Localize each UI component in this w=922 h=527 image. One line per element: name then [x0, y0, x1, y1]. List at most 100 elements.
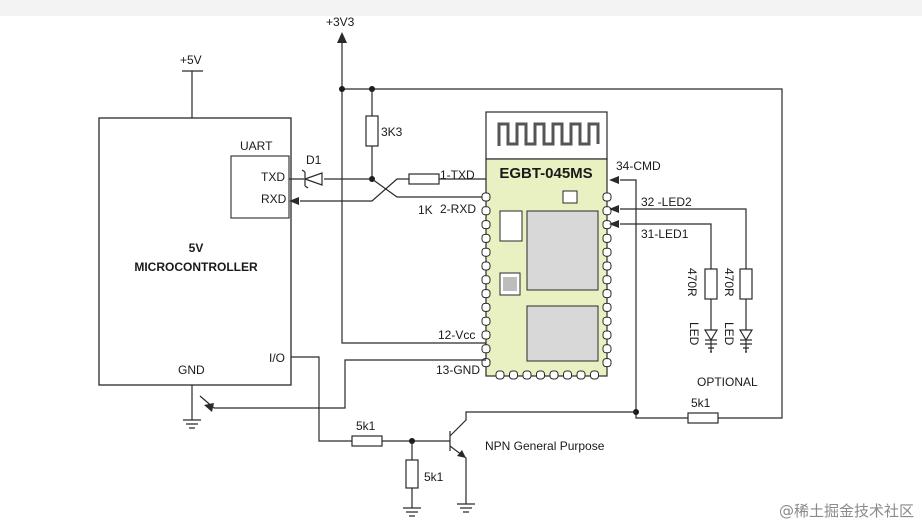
rail-3v3-top — [342, 88, 783, 419]
pin-vcc-label: 12-Vcc — [438, 328, 475, 342]
solder-pad — [602, 316, 612, 326]
resistor-1k — [408, 173, 440, 185]
resistor-5k1-base-label: 5k1 — [356, 419, 376, 433]
resistor-470r-led2-label: 470R — [722, 268, 736, 297]
npn-transistor — [449, 411, 636, 504]
module-pads-left — [481, 192, 491, 368]
resistor-5k1-pulldown-label: 5k1 — [424, 470, 444, 484]
resistor-3k3 — [365, 115, 379, 147]
antenna-trace — [497, 122, 600, 146]
solder-pad — [602, 289, 612, 299]
ground-symbol-pulldown — [403, 507, 421, 517]
solder-pad — [576, 370, 586, 380]
solder-pad — [602, 261, 612, 271]
resistor-3k3-label: 3K3 — [381, 125, 403, 139]
mcu-gnd-label: GND — [178, 363, 205, 377]
solder-pad — [481, 330, 491, 340]
led1-symbol — [703, 329, 719, 353]
watermark: @稀土掘金技术社区 — [779, 502, 914, 520]
solder-pad — [563, 370, 572, 380]
rxd-wire — [300, 178, 486, 202]
resistor-1k-label: 1K — [418, 203, 433, 217]
led1-arrow — [609, 220, 619, 228]
resistor-5k1-base — [351, 435, 383, 447]
junction-3v3-left — [339, 86, 345, 92]
module-crystal-core — [503, 277, 517, 291]
pin-led2-label: 32 -LED2 — [641, 195, 692, 209]
led2-wire — [620, 208, 747, 269]
diode-d1 — [301, 169, 323, 189]
uart-label: UART — [240, 139, 273, 153]
mcu-title-5v: 5V — [189, 241, 204, 255]
optional-label: OPTIONAL — [697, 375, 758, 389]
module-pads-right — [602, 192, 612, 368]
rail-3v3-vertical — [341, 43, 486, 344]
module-led-pad — [562, 190, 578, 204]
led1-label: LED — [687, 322, 701, 346]
module-gnd-wire — [214, 359, 486, 409]
solder-pad — [602, 220, 612, 230]
module-pads-bottom — [495, 370, 599, 380]
solder-pad — [481, 220, 491, 230]
supply-3v3-label: +3V3 — [326, 15, 355, 29]
solder-pad — [602, 233, 612, 243]
resistor-5k1-pulldown — [405, 459, 419, 489]
solder-pad — [522, 370, 532, 380]
module-main-chip — [526, 210, 599, 291]
uart-box — [230, 155, 290, 219]
resistor-470r-led2 — [739, 268, 753, 300]
solder-pad — [481, 316, 491, 326]
solder-pad — [481, 261, 491, 271]
transistor-label: NPN General Purpose — [485, 439, 605, 453]
solder-pad — [590, 370, 599, 380]
solder-pad — [602, 302, 612, 312]
diode-d1-label: D1 — [306, 153, 322, 167]
led1-wire — [620, 223, 712, 269]
resistor-5k1-cmd-label: 5k1 — [691, 396, 711, 410]
pin-cmd-label: 34-CMD — [616, 159, 661, 173]
solder-pad — [481, 302, 491, 312]
solder-pad — [509, 370, 518, 380]
led2-symbol — [738, 329, 754, 353]
pin-rxd-label: 2-RXD — [440, 202, 476, 216]
led-lower-wires — [710, 299, 747, 352]
mcu-io-label: I/O — [269, 351, 285, 365]
pin-led1-label: 31-LED1 — [641, 227, 689, 241]
txd-label: TXD — [261, 170, 285, 184]
solder-pad — [602, 344, 612, 354]
module-flash-chip — [526, 305, 599, 362]
bluetooth-module: EGBT-045MS — [481, 111, 612, 380]
solder-pad — [481, 233, 491, 243]
supply-3v3-arrow — [337, 32, 347, 43]
solder-pad — [549, 370, 559, 380]
solder-pad — [481, 289, 491, 299]
resistor-5k1-cmd — [687, 412, 719, 424]
mcu-title: MICROCONTROLLER — [134, 260, 258, 274]
rxd-label: RXD — [261, 192, 287, 206]
resistor-470r-led1 — [704, 268, 718, 300]
resistor-470r-led1-label: 470R — [685, 268, 699, 297]
pin-txd-label: 1-TXD — [440, 168, 475, 182]
solder-pad — [481, 206, 491, 216]
ground-symbol-transistor — [457, 503, 475, 513]
solder-pad — [602, 206, 612, 216]
solder-pad — [602, 275, 612, 285]
supply-5v-label: +5V — [180, 53, 202, 67]
solder-pad — [602, 192, 612, 202]
solder-pad — [495, 370, 505, 380]
pin-gnd-label: 13-GND — [436, 363, 480, 377]
module-small-chip — [499, 210, 523, 242]
ground-symbol-mcu — [183, 419, 201, 429]
solder-pad — [602, 247, 612, 257]
module-antenna-area — [485, 111, 608, 160]
solder-pad — [481, 344, 491, 354]
top-strip — [0, 0, 922, 16]
supply-5v-wire — [182, 70, 203, 118]
solder-pad — [481, 192, 491, 202]
led2-label: LED — [722, 322, 736, 346]
rxd-arrow — [289, 197, 299, 205]
io-wire — [291, 356, 450, 442]
solder-pad — [481, 247, 491, 257]
cmd-wire — [620, 179, 688, 419]
